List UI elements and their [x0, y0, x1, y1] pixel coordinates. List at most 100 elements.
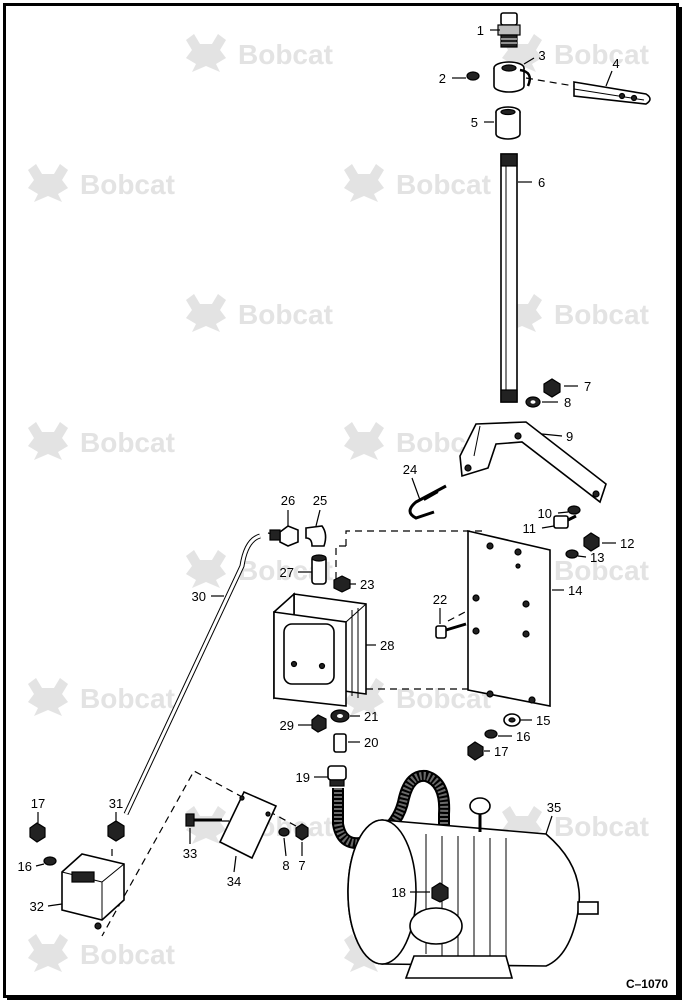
callout-22: 22 [433, 592, 447, 607]
watermark-text: Bobcat [238, 39, 333, 70]
callout-15: 15 [536, 713, 550, 728]
part-20-nipple [333, 733, 347, 753]
callout-34: 34 [227, 874, 241, 889]
part-34-cover [218, 790, 278, 860]
part-10-washer [567, 505, 581, 515]
callout-7: 7 [584, 379, 591, 394]
part-17-nut-left [29, 822, 46, 843]
part-35-motor [347, 797, 599, 979]
callout-25: 25 [313, 493, 327, 508]
callout-27: 27 [280, 565, 294, 580]
bobcat-watermark: Bobcat [186, 550, 333, 588]
part-16-washer [484, 729, 498, 739]
watermark-text: Bobcat [238, 299, 333, 330]
callout-6: 6 [538, 175, 545, 190]
callout-19: 19 [296, 770, 310, 785]
part-33-bolt [185, 813, 222, 827]
part-29-fitting [311, 714, 327, 733]
callout-35: 35 [547, 800, 561, 815]
bobcat-watermark: Bobcat [502, 294, 649, 332]
callout-16-left: 16 [18, 859, 32, 874]
callout-17-left: 17 [31, 796, 45, 811]
callout-14: 14 [568, 583, 582, 598]
part-30-tube [123, 533, 261, 816]
part-11-bolt [553, 514, 577, 529]
part-12-nut [583, 532, 600, 552]
callout-13: 13 [590, 550, 604, 565]
callout-4: 4 [612, 56, 619, 71]
callout-28: 28 [380, 638, 394, 653]
bobcat-watermark: Bobcat [186, 34, 333, 72]
part-31-fitting [107, 820, 125, 842]
callout-33: 33 [183, 846, 197, 861]
callout-32: 32 [30, 899, 44, 914]
watermark-text: Bobcat [554, 811, 649, 842]
watermark-text: Bobcat [554, 39, 649, 70]
part-2-set-screw [466, 71, 480, 81]
watermark-text: Bobcat [554, 555, 649, 586]
callout-1: 1 [477, 23, 484, 38]
bobcat-logo-icon [186, 550, 226, 588]
armored-hose [332, 769, 451, 850]
callout-21: 21 [364, 709, 378, 724]
part-25-elbow [305, 525, 327, 547]
bobcat-logo-icon [186, 34, 226, 72]
callout-leaders [35, 29, 616, 907]
part-21-nut [330, 709, 350, 723]
watermark-text: Bobcat [80, 939, 175, 970]
callout-26: 26 [281, 493, 295, 508]
callout-8-lower: 8 [282, 858, 289, 873]
part-7-nut [543, 378, 561, 398]
part-32-relay [61, 853, 125, 930]
part-17-nut [467, 741, 484, 761]
callout-31: 31 [109, 796, 123, 811]
bobcat-watermark: Bobcat [344, 164, 491, 202]
callout-9: 9 [566, 429, 573, 444]
part-4-lever [573, 81, 651, 105]
bobcat-logo-icon [28, 934, 68, 972]
callout-18: 18 [392, 885, 406, 900]
part-13-washer [565, 549, 579, 559]
callout-29: 29 [280, 718, 294, 733]
part-1-switch [497, 12, 521, 48]
bobcat-watermark: Bobcat [28, 934, 175, 972]
part-24-u-bolt [408, 484, 447, 520]
bobcat-watermark: Bobcat [186, 294, 333, 332]
callout-12: 12 [620, 536, 634, 551]
part-8-washer [525, 396, 541, 408]
part-7-nut-lower [295, 823, 309, 841]
part-14-mounting-plate [467, 529, 551, 707]
part-6-shaft [500, 153, 518, 403]
part-28-pressure-switch [273, 592, 367, 707]
bobcat-logo-icon [344, 422, 384, 460]
part-8-washer-lower [278, 827, 290, 837]
bobcat-logo-icon [28, 164, 68, 202]
part-19-connector [327, 765, 347, 787]
callout-labels: 1 2 3 4 5 6 7 8 9 10 11 12 13 14 15 16 1… [18, 23, 635, 914]
bobcat-logo-icon [28, 422, 68, 460]
callout-3: 3 [538, 48, 545, 63]
callout-24: 24 [403, 462, 417, 477]
callout-8: 8 [564, 395, 571, 410]
callout-10: 10 [538, 506, 552, 521]
callout-16: 16 [516, 729, 530, 744]
watermark-text: Bobcat [80, 683, 175, 714]
callout-20: 20 [364, 735, 378, 750]
callout-7-lower: 7 [298, 858, 305, 873]
callout-5: 5 [471, 115, 478, 130]
callout-2: 2 [439, 71, 446, 86]
bobcat-logo-icon [186, 806, 226, 844]
callout-23: 23 [360, 577, 374, 592]
bobcat-watermark: Bobcat [28, 678, 175, 716]
callout-30: 30 [192, 589, 206, 604]
watermark-text: Bobcat [554, 299, 649, 330]
part-22-bolt [435, 622, 467, 639]
part-16-washer-left [43, 856, 57, 866]
part-15-washer [503, 713, 521, 727]
part-3-collar [493, 61, 531, 93]
bobcat-watermark: Bobcat [28, 422, 175, 460]
watermark-text: Bobcat [396, 169, 491, 200]
part-5-bushing [495, 106, 521, 140]
